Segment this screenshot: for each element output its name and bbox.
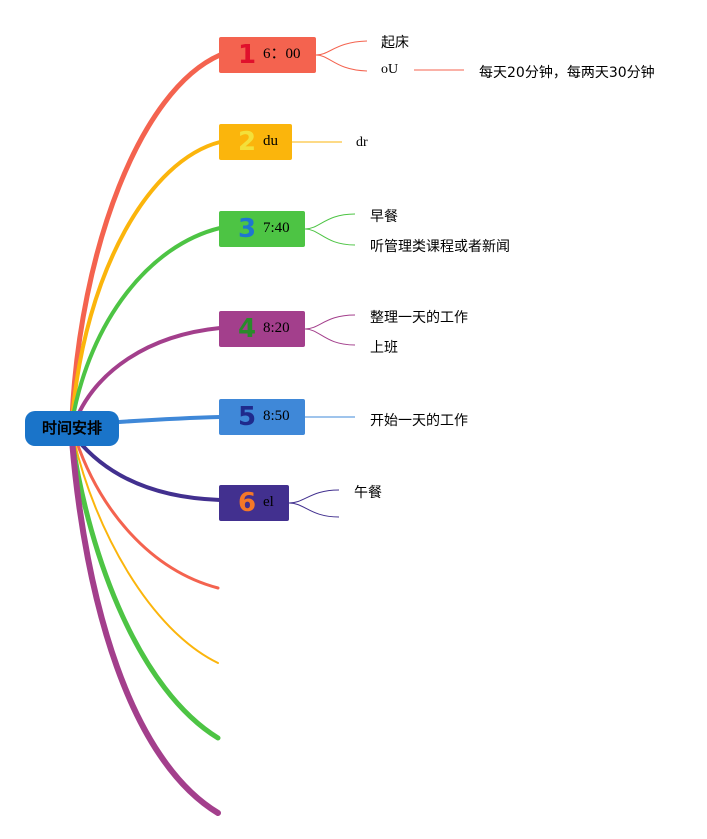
connector-empty-3 bbox=[69, 437, 221, 741]
connector-branch-1 bbox=[69, 52, 223, 421]
branch-label-5: 8:50 bbox=[263, 408, 290, 424]
connector-empty-4 bbox=[69, 437, 221, 816]
connector-branch-6 bbox=[74, 436, 222, 502]
branch-node-2[interactable]: 2 du bbox=[219, 124, 292, 160]
connector-empty-1 bbox=[74, 438, 220, 590]
leaf-connector-6b bbox=[288, 502, 340, 518]
connector-branch-2 bbox=[70, 140, 222, 422]
leaf-2a[interactable]: dr bbox=[356, 135, 368, 150]
leaf-4a[interactable]: 整理一天的工作 bbox=[370, 310, 468, 326]
branch-node-6[interactable]: 6 el bbox=[219, 485, 289, 521]
branch-number-4: 4 bbox=[237, 314, 257, 344]
leaf-4b[interactable]: 上班 bbox=[370, 340, 398, 356]
branch-label-4: 8:20 bbox=[263, 320, 290, 336]
leaf-connector-4a bbox=[304, 314, 356, 330]
leaf-3a[interactable]: 早餐 bbox=[370, 209, 398, 225]
branch-label-3: 7:40 bbox=[263, 220, 290, 236]
branch-node-3[interactable]: 3 7:40 bbox=[219, 211, 305, 247]
branch-number-5: 5 bbox=[237, 402, 257, 432]
leaf-6a[interactable]: 午餐 bbox=[354, 485, 382, 501]
leaf-1b[interactable]: oU bbox=[381, 62, 399, 77]
leaf-5a[interactable]: 开始一天的工作 bbox=[370, 413, 468, 429]
branch-number-6: 6 bbox=[237, 488, 257, 518]
branch-label-1: 6：00 bbox=[263, 46, 301, 62]
leaf-3b[interactable]: 听管理类课程或者新闻 bbox=[370, 239, 510, 255]
leaf-connector-3a bbox=[304, 213, 356, 230]
leaf-connector-1b bbox=[315, 54, 368, 72]
leaf-connector-6a bbox=[288, 489, 340, 504]
connector-branch-4 bbox=[72, 326, 222, 426]
leaf-1b-sub[interactable]: 每天20分钟，每两天30分钟 bbox=[479, 65, 655, 81]
branch-number-3: 3 bbox=[237, 214, 257, 244]
leaf-connector-3b bbox=[304, 228, 356, 246]
branch-number-1: 1 bbox=[237, 40, 257, 70]
branch-label-6: el bbox=[263, 494, 274, 510]
connector-branch-3 bbox=[70, 226, 222, 424]
branch-node-1[interactable]: 1 6：00 bbox=[219, 37, 316, 73]
connector-empty-2 bbox=[73, 439, 219, 664]
connector-branch-5 bbox=[116, 415, 222, 424]
leaf-connector-1a bbox=[315, 40, 368, 56]
branch-label-2: du bbox=[263, 133, 278, 149]
leaf-1a[interactable]: 起床 bbox=[381, 35, 409, 51]
leaf-connector-4b bbox=[304, 328, 356, 346]
branch-number-2: 2 bbox=[237, 127, 257, 157]
branch-node-5[interactable]: 5 8:50 bbox=[219, 399, 305, 435]
branch-node-4[interactable]: 4 8:20 bbox=[219, 311, 305, 347]
root-node[interactable]: 时间安排 bbox=[25, 411, 119, 446]
